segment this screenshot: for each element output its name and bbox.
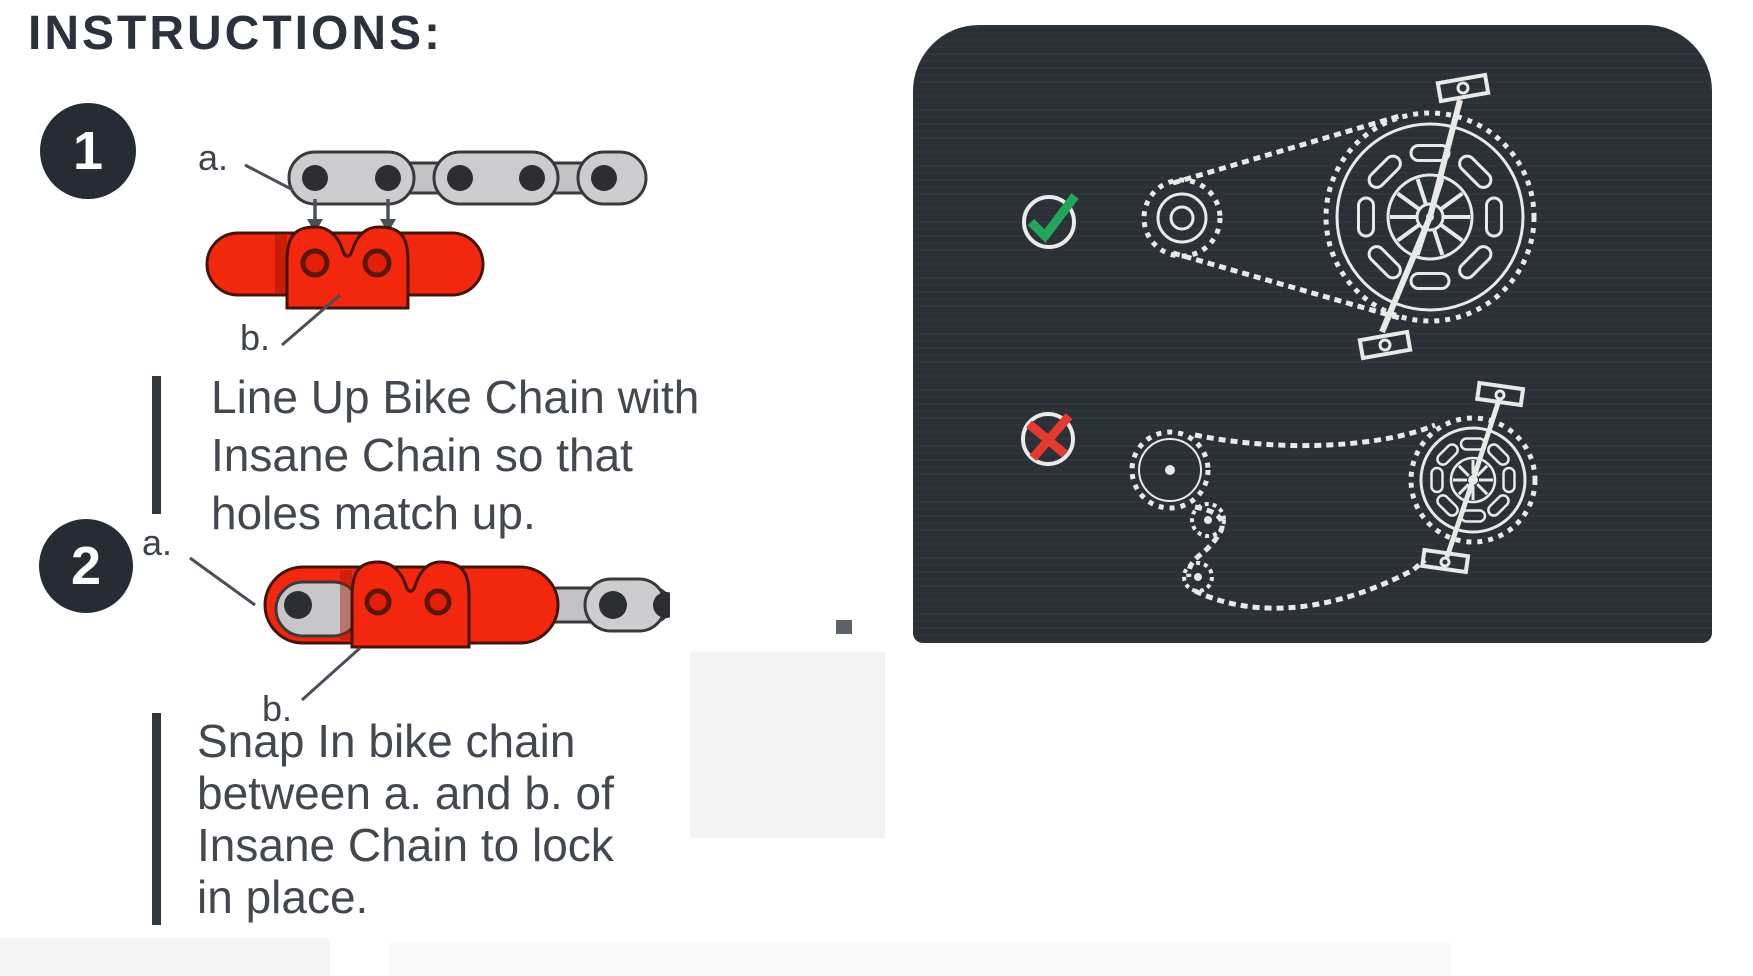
label-b-pointer: [300, 646, 362, 702]
insane-chain-graphic: [263, 560, 560, 649]
cross-icon: [1021, 412, 1075, 466]
do-dont-panel: [913, 25, 1712, 643]
step-1-number: 1: [72, 121, 104, 181]
scan-artifact: [0, 938, 330, 976]
page-title: INSTRUCTIONS:: [28, 7, 443, 60]
insane-chain-bracket: [350, 560, 471, 649]
scan-artifact: [390, 942, 1450, 976]
label-b: b.: [240, 317, 270, 358]
insane-chain-hole: [300, 248, 330, 278]
step-2-line: in place.: [197, 871, 369, 923]
step-2-diagram: a. b.: [142, 522, 670, 725]
label-b-pointer: [281, 293, 341, 347]
crank-pedal-graphic: [1419, 380, 1526, 575]
correct-drivetrain-illustration: [1141, 72, 1537, 361]
step-2-badge: 2: [39, 519, 133, 613]
insane-chain-hole: [362, 248, 392, 278]
snapped-chain-roller: [284, 591, 312, 619]
step-2-line: Snap In bike chain: [197, 715, 576, 767]
insane-chain-graphic: [205, 225, 485, 310]
insane-chain-hole: [424, 588, 452, 616]
step-2-text: Snap In bike chain between a. and b. of …: [197, 715, 757, 923]
derailleur-jockey-wheels-graphic: [1182, 502, 1226, 593]
step-1-text-rule: [152, 376, 161, 514]
step-1-line: holes match up.: [211, 487, 536, 539]
small-sprocket-graphic: [1141, 177, 1223, 259]
label-b: b.: [262, 688, 292, 725]
bike-chain-graphic: [287, 150, 648, 206]
step-2-text-rule: [152, 713, 161, 925]
label-a: a.: [198, 137, 228, 178]
label-a: a.: [142, 522, 172, 563]
crank-pedal-graphic: [1357, 72, 1491, 361]
down-arrow-icon: [380, 199, 396, 233]
label-a-pointer: [189, 556, 256, 607]
label-a-pointer: [244, 163, 294, 192]
step-1-line: Line Up Bike Chain with: [211, 371, 700, 423]
insane-chain-hole: [364, 588, 392, 616]
front-pulley-graphic: [1129, 429, 1211, 511]
check-icon: [1022, 193, 1079, 249]
step-1-badge: 1: [40, 103, 136, 199]
step-1-text: Line Up Bike Chain with Insane Chain so …: [211, 368, 771, 542]
step-2-line: between a. and b. of: [197, 767, 614, 819]
scan-artifact: [690, 652, 885, 838]
scan-artifact: [836, 620, 852, 634]
step-2-number: 2: [70, 536, 102, 596]
step-2-line: Insane Chain to lock: [197, 819, 614, 871]
step-1-line: Insane Chain so that: [211, 429, 633, 481]
insane-chain-bracket: [285, 225, 410, 310]
incorrect-drivetrain-illustration: [1129, 380, 1538, 611]
step-1-diagram: a. b.: [198, 137, 648, 358]
